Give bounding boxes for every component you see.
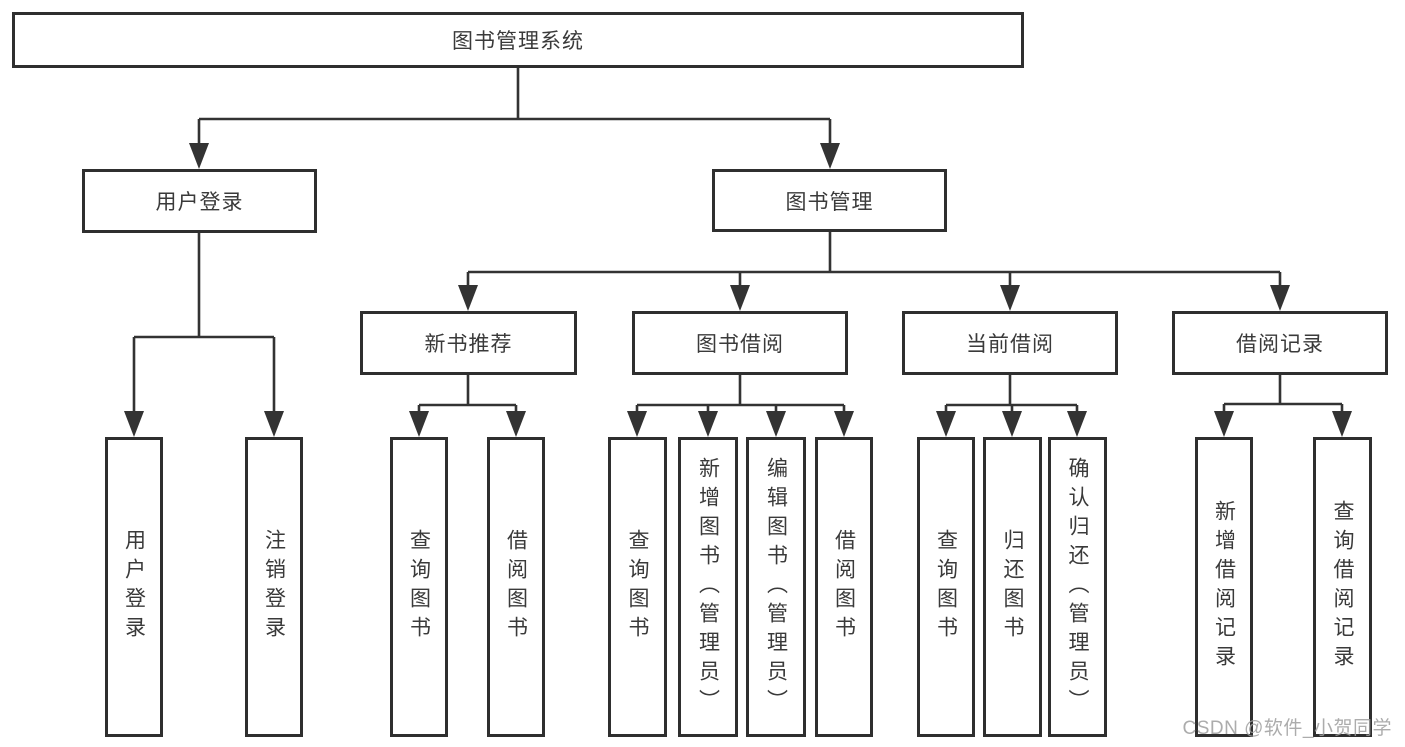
- node-new-book-recommend: 新书推荐: [360, 311, 577, 375]
- vertical-label: 查询图书: [934, 529, 958, 645]
- vertical-label: 确认归还（管理员）: [1066, 456, 1089, 718]
- node-book-management: 图书管理: [712, 169, 947, 232]
- arrowhead-icons: [124, 143, 1352, 437]
- leaf-current-query-book: 查询图书: [917, 437, 975, 737]
- vertical-label: 查询借阅记录: [1331, 500, 1354, 674]
- leaf-borrow-query-book: 查询图书: [608, 437, 667, 737]
- node-borrow-records: 借阅记录: [1172, 311, 1388, 375]
- leaf-records-query-record: 查询借阅记录: [1313, 437, 1372, 737]
- leaf-current-return-book: 归还图书: [983, 437, 1042, 737]
- vertical-label: 新增图书（管理员）: [696, 456, 720, 718]
- leaf-current-confirm-return-admin: 确认归还（管理员）: [1048, 437, 1107, 737]
- leaf-borrow-borrow-book: 借阅图书: [815, 437, 873, 737]
- node-current-borrow: 当前借阅: [902, 311, 1118, 375]
- vertical-label: 用户登录: [122, 529, 146, 645]
- vertical-label: 编辑图书（管理员）: [764, 456, 788, 718]
- vertical-label: 查询图书: [407, 529, 431, 645]
- leaf-borrow-add-book-admin: 新增图书（管理员）: [678, 437, 738, 737]
- leaf-records-add-record: 新增借阅记录: [1195, 437, 1253, 737]
- vertical-label: 查询图书: [626, 529, 649, 645]
- leaf-recommend-borrow-book: 借阅图书: [487, 437, 545, 737]
- vertical-label: 注销登录: [262, 529, 286, 645]
- watermark: CSDN @软件_小贺同学: [1182, 718, 1392, 739]
- vertical-label: 借阅图书: [504, 529, 528, 645]
- leaf-logout-login: 注销登录: [245, 437, 303, 737]
- leaf-recommend-query-book: 查询图书: [390, 437, 448, 737]
- node-system-root: 图书管理系统: [12, 12, 1024, 68]
- leaf-user-login: 用户登录: [105, 437, 163, 737]
- vertical-label: 新增借阅记录: [1212, 500, 1236, 674]
- vertical-label: 归还图书: [1001, 529, 1024, 645]
- node-user-login: 用户登录: [82, 169, 317, 233]
- vertical-label: 借阅图书: [832, 529, 856, 645]
- leaf-borrow-edit-book-admin: 编辑图书（管理员）: [746, 437, 806, 737]
- node-book-borrow: 图书借阅: [632, 311, 848, 375]
